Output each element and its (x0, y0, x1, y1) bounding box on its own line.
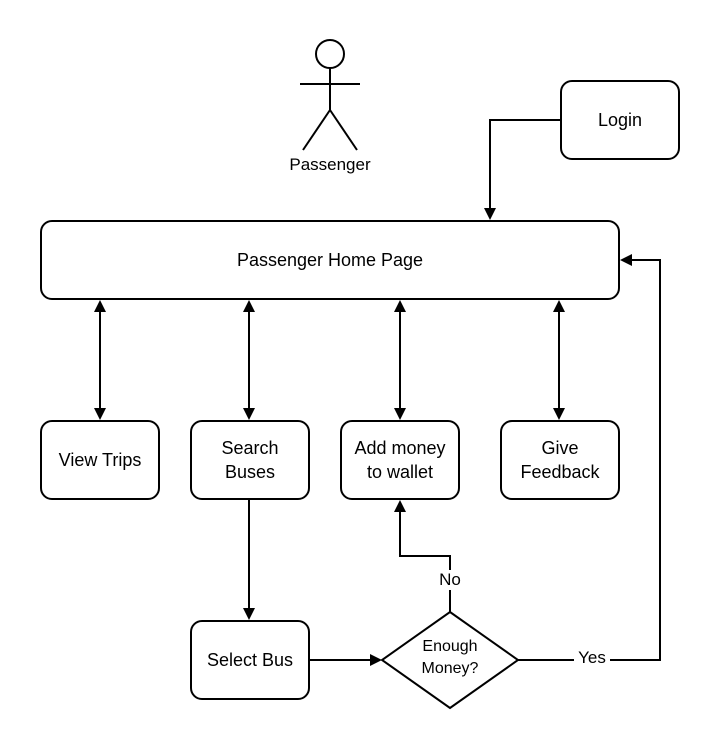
actor-label: Passenger (289, 155, 371, 174)
add-money-node[interactable]: Add money to wallet (340, 420, 460, 500)
login-node[interactable]: Login (560, 80, 680, 160)
add-money-label: Add money to wallet (354, 438, 446, 482)
view-trips-label: View Trips (58, 450, 142, 470)
select-bus-node[interactable]: Select Bus (190, 620, 310, 700)
passenger-actor-icon (300, 39, 360, 151)
give-feedback-label: Give Feedback (520, 438, 600, 482)
passenger-home-page-node[interactable]: Passenger Home Page (40, 220, 620, 300)
search-buses-label: Search Buses (221, 438, 279, 482)
home-label: Passenger Home Page (236, 250, 424, 270)
give-feedback-node[interactable]: Give Feedback (500, 420, 620, 500)
edge-label-yes: Yes (574, 648, 610, 668)
enough-money-decision-shape (380, 610, 520, 710)
arrow-no-to-add-money (394, 500, 451, 612)
view-trips-node[interactable]: View Trips (40, 420, 160, 500)
enough-money-label: Enough Money? (421, 638, 479, 677)
search-buses-node[interactable]: Search Buses (190, 420, 310, 500)
arrow-login-to-home (484, 119, 560, 220)
edge-label-no: No (434, 570, 466, 590)
select-bus-label: Select Bus (206, 650, 294, 670)
login-label: Login (597, 110, 643, 130)
